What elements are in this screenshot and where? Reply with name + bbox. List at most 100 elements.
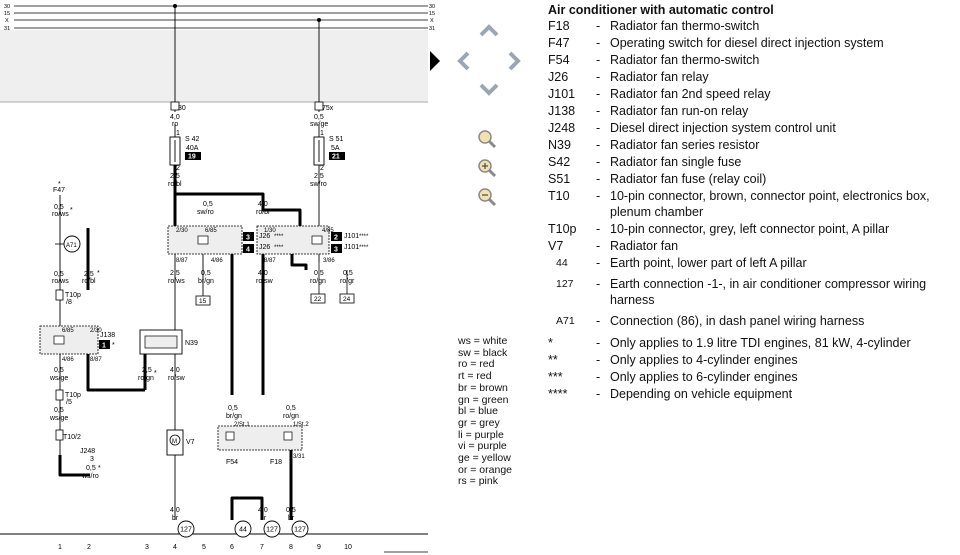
fuse-number: 21 [332, 154, 340, 161]
pan-up-icon[interactable] [479, 24, 499, 37]
legend-code: 44 [556, 256, 568, 269]
legend-code: V7 [548, 238, 564, 253]
connector-label: T10/2 [63, 434, 81, 441]
relay-position: 2 [334, 235, 338, 242]
legend-item: F18-Radiator fan thermo-switch [548, 19, 960, 35]
legend-item: F47-Operating switch for diesel direct i… [548, 36, 960, 52]
wire-color: ro/sw [256, 278, 274, 285]
legend-desc: Radiator fan series resistor [610, 138, 760, 152]
legend-desc: Connection (86), in dash panel wiring ha… [610, 314, 865, 328]
color-code-item: vi = purple [458, 440, 507, 453]
legend-code: T10p [548, 221, 577, 236]
pointer-arrow-icon[interactable] [430, 51, 440, 71]
pan-left-icon[interactable] [457, 51, 470, 71]
component-j248: J248 [80, 448, 95, 455]
legend-item: J248-Diesel direct injection system cont… [548, 121, 960, 137]
legend-dash: - [596, 36, 601, 50]
zoom-icon[interactable] [478, 130, 497, 149]
wire-color: br [172, 515, 179, 522]
wire-color: ro/bl [82, 278, 96, 285]
legend-desc: Radiator fan single fuse [610, 155, 742, 169]
note-star: **** [274, 245, 284, 251]
legend-code: T10 [548, 189, 570, 203]
relay-position: 3 [246, 235, 250, 242]
fuse-number: 19 [188, 154, 196, 161]
wire-gauge: 0,5 [54, 204, 64, 211]
legend-dash: - [596, 138, 601, 152]
legend-dash: - [596, 238, 601, 253]
wire-gauge: 0,5 [314, 114, 324, 121]
legend-item: J26-Radiator fan relay [548, 70, 960, 86]
color-code-item: or = orange [458, 463, 512, 476]
earth-44 [234, 520, 252, 538]
rail-label-30r: 30 [429, 4, 435, 10]
wire-gauge: 4,0 [258, 270, 268, 277]
legend-item: S42-Radiator fan single fuse [548, 155, 960, 171]
relay-position: 3 [334, 247, 338, 254]
wire-gauge: 4,0 [170, 114, 180, 121]
pin-label: 2/30 [176, 228, 188, 234]
wire-color: sw/ge [310, 121, 328, 128]
rail-label-31: 31 [4, 26, 10, 32]
color-code-item: li = purple [458, 428, 504, 441]
column-number: 1 [58, 544, 62, 551]
legend-item: S51-Radiator fan fuse (relay coil) [548, 172, 960, 188]
motor-name: V7 [186, 439, 195, 446]
fuse-s51 [313, 136, 345, 166]
wire-color: ro/ws [52, 278, 69, 285]
pin-label: 4/85 [322, 228, 334, 234]
legend-desc: 10-pin connector, grey, left connector p… [610, 221, 890, 236]
legend-code: 127 [556, 278, 574, 290]
note-star: **** [359, 245, 369, 251]
resistor-n39 [139, 329, 183, 355]
relay-name: J26 [259, 244, 270, 251]
column-number: 5 [202, 544, 206, 551]
legend-item: T10-10-pin connector, brown, connector p… [548, 189, 960, 220]
fuse-s42 [169, 136, 201, 166]
color-code-item: sw = black [458, 346, 508, 359]
legend-item: 127-Earth connection -1-, in air conditi… [548, 277, 960, 308]
pin-label: 2/30 [90, 328, 102, 334]
legend-item: * -Only applies to 1.9 litre TDI engines,… [548, 336, 960, 352]
legend-dash: - [596, 221, 601, 236]
rail-label-xr: X [430, 18, 434, 24]
legend-dash: - [596, 53, 601, 67]
relay-position: 4 [246, 247, 250, 254]
zoom-out-icon[interactable] [478, 188, 497, 207]
legend-code: * [548, 335, 553, 350]
wire-gauge: 2,5 [170, 270, 180, 277]
earth-label: 44 [239, 527, 247, 534]
legend-dash: - [596, 335, 601, 350]
relay-name: J26 [259, 233, 270, 240]
legend-desc: Radiator fan [610, 238, 679, 253]
legend-code: *** [548, 369, 563, 384]
header-band [0, 30, 428, 102]
legend-dash: - [596, 352, 601, 367]
legend-item: J101-Radiator fan 2nd speed relay [548, 87, 960, 103]
legend-dash: - [596, 172, 601, 186]
legend-code: F47 [548, 36, 570, 50]
rail-label-x: X [5, 18, 9, 24]
legend-item: N39-Radiator fan series resistor [548, 138, 960, 154]
wire-gauge: 0,5 [286, 405, 296, 412]
ref-label: 24 [343, 296, 351, 303]
legend-item: ***-Only applies to 6-cylinder engines [548, 370, 960, 386]
fuse-rating: 5A [331, 145, 340, 152]
wire-gauge: 4,0 [170, 507, 180, 514]
connector-pin: /8 [66, 299, 72, 306]
column-number: 2 [87, 544, 91, 551]
legend-desc: Radiator fan 2nd speed relay [610, 87, 771, 101]
relay-name: J101 [344, 244, 359, 251]
pin-label: 6/85 [205, 228, 217, 234]
rail-label-15: 15 [4, 11, 10, 17]
wire-gauge: 0,5 [314, 270, 324, 277]
rail-label-31r: 31 [429, 26, 435, 32]
zoom-in-icon[interactable] [478, 159, 497, 178]
pan-down-icon[interactable] [479, 83, 499, 96]
pan-right-icon[interactable] [508, 51, 521, 71]
legend-dash: - [596, 369, 601, 384]
wire-color: ro/sw [168, 375, 186, 382]
legend-desc: Only applies to 1.9 litre TDI engines, 8… [610, 335, 911, 350]
wire-color: sw/ro [197, 209, 214, 216]
